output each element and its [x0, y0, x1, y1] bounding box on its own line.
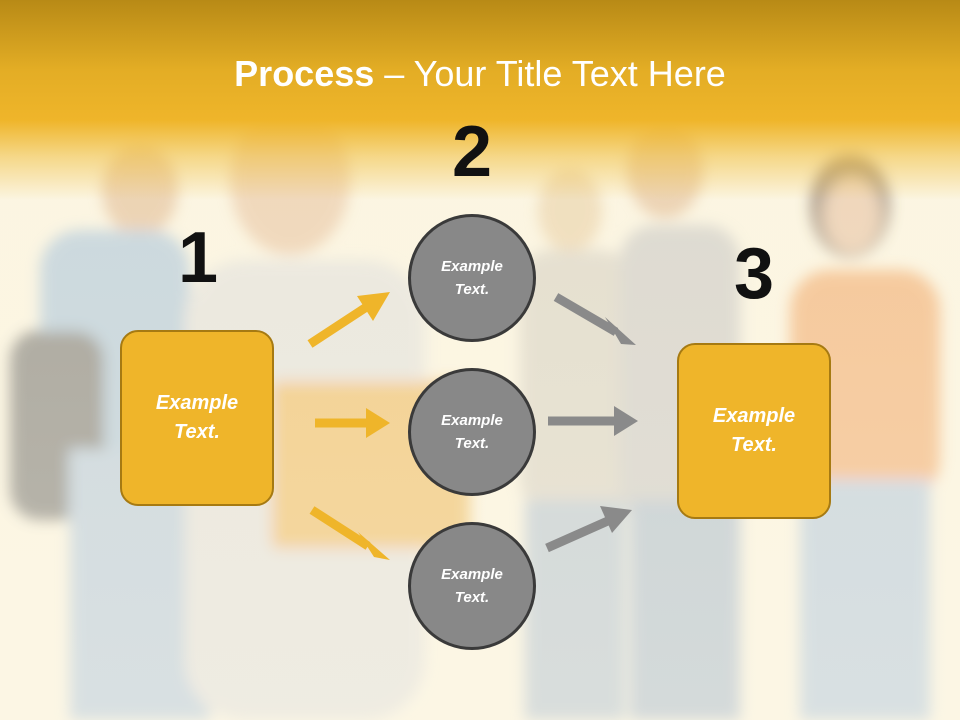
arrow-to-circle-bottom	[309, 506, 390, 560]
step-2-circle-middle[interactable]: Example Text.	[408, 368, 536, 496]
step-2-circle-top[interactable]: Example Text.	[408, 214, 536, 342]
step-1-label: Example Text.	[155, 392, 239, 443]
circle-bottom-label: Example Text.	[441, 566, 503, 606]
circle-middle-label: Example Text.	[441, 412, 503, 452]
header-band	[0, 0, 960, 200]
slide-title: Process – Your Title Text Here	[0, 52, 960, 96]
arrow-to-circle-middle	[315, 408, 390, 438]
title-bold: Process	[234, 53, 375, 94]
arrow-to-circle-top	[307, 292, 390, 348]
arrow-from-circle-top	[553, 293, 636, 345]
step-number-2: 2	[451, 112, 493, 192]
title-rest: – Your Title Text Here	[374, 53, 726, 94]
step-3-box[interactable]: Example Text.	[677, 343, 831, 519]
step-1-box[interactable]: Example Text.	[120, 330, 274, 506]
step-3-label: Example Text.	[712, 405, 796, 456]
arrow-from-circle-bottom	[545, 506, 632, 553]
step-number-3: 3	[733, 234, 775, 314]
circle-top-label: Example Text.	[441, 258, 503, 298]
step-number-1: 1	[177, 218, 219, 298]
arrow-from-circle-middle	[548, 406, 638, 436]
step-2-circle-bottom[interactable]: Example Text.	[408, 522, 536, 650]
